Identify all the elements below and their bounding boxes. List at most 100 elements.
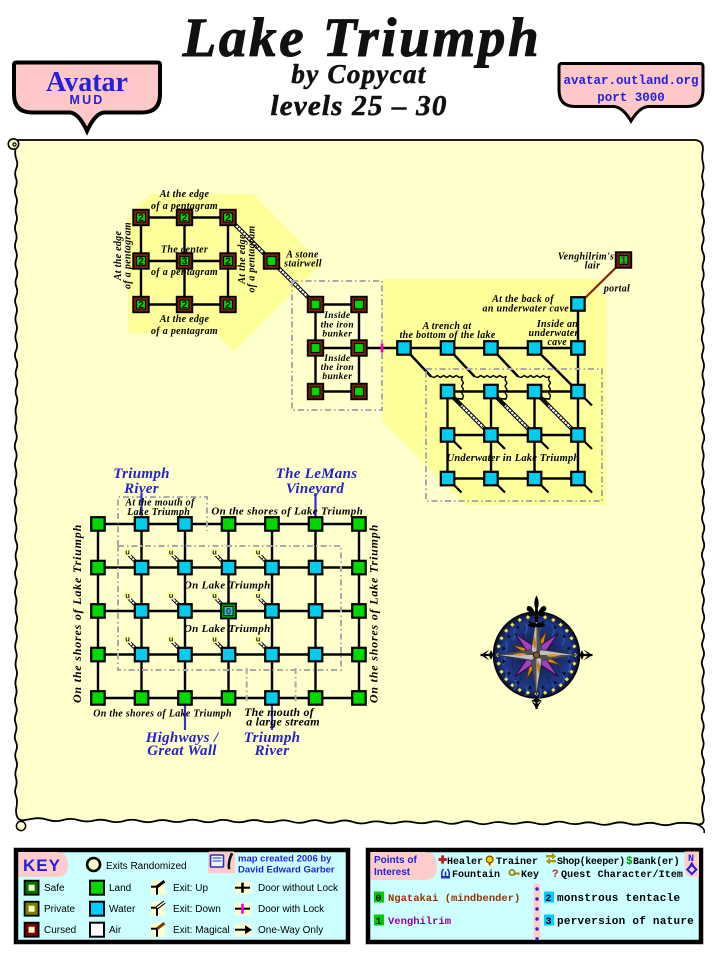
svg-text:Underwater in Lake Triumph: Underwater in Lake Triumph bbox=[447, 453, 580, 464]
svg-text:Water: Water bbox=[109, 904, 136, 915]
svg-text:Key: Key bbox=[521, 870, 539, 881]
svg-text:N: N bbox=[688, 854, 694, 865]
svg-text:KEY: KEY bbox=[23, 856, 61, 875]
svg-text:an underwater cave: an underwater cave bbox=[483, 303, 570, 314]
svg-text:Triumph: Triumph bbox=[244, 730, 301, 746]
svg-text:the bottom of the lake: the bottom of the lake bbox=[400, 330, 496, 341]
svg-text:On the shores of Lake Triumph: On the shores of Lake Triumph bbox=[367, 524, 381, 703]
svg-text:At the edge: At the edge bbox=[159, 189, 210, 200]
svg-text:On Lake Triumph: On Lake Triumph bbox=[184, 579, 271, 591]
svg-text:2: 2 bbox=[138, 213, 144, 224]
svg-text:Fountain: Fountain bbox=[452, 869, 500, 881]
svg-text:u: u bbox=[125, 635, 130, 644]
svg-text:2: 2 bbox=[546, 894, 552, 905]
svg-text:The mouth of: The mouth of bbox=[244, 705, 315, 719]
svg-text:Exit: Up: Exit: Up bbox=[173, 883, 208, 894]
svg-text:of a pentagram: of a pentagram bbox=[151, 267, 218, 278]
svg-text:the iron: the iron bbox=[321, 320, 354, 330]
svg-text:Interest: Interest bbox=[374, 867, 411, 878]
svg-text:u: u bbox=[125, 548, 130, 557]
svg-text:Shop(keeper): Shop(keeper) bbox=[557, 856, 625, 868]
svg-text:Points of: Points of bbox=[374, 855, 417, 866]
svg-text:u: u bbox=[256, 635, 261, 644]
svg-text:Avatar: Avatar bbox=[46, 67, 128, 98]
svg-text:u: u bbox=[212, 635, 217, 644]
svg-text:Door without Lock: Door without Lock bbox=[258, 883, 339, 894]
svg-text:of a pentagram: of a pentagram bbox=[151, 326, 218, 337]
svg-text:At the edge: At the edge bbox=[113, 231, 124, 282]
svg-text:Inside: Inside bbox=[323, 354, 351, 364]
svg-text:1: 1 bbox=[621, 255, 627, 266]
svg-text:u: u bbox=[169, 548, 174, 557]
svg-text:0: 0 bbox=[226, 607, 231, 618]
svg-text:?: ? bbox=[552, 869, 559, 881]
svg-text:On Lake Triumph: On Lake Triumph bbox=[184, 623, 271, 635]
svg-text:perversion of nature: perversion of nature bbox=[557, 916, 694, 928]
svg-text:the iron: the iron bbox=[321, 363, 354, 373]
svg-text:u: u bbox=[212, 591, 217, 600]
svg-text:Lake Triumph: Lake Triumph bbox=[182, 7, 542, 68]
svg-text:2: 2 bbox=[182, 300, 188, 311]
svg-text:Lake Triumph: Lake Triumph bbox=[126, 507, 190, 518]
svg-text:portal: portal bbox=[603, 284, 630, 295]
svg-text:At the edge: At the edge bbox=[237, 234, 248, 285]
svg-text:The LeMans: The LeMans bbox=[276, 466, 358, 482]
svg-text:River: River bbox=[123, 481, 159, 497]
svg-text:Vineyard: Vineyard bbox=[286, 481, 344, 497]
svg-text:u: u bbox=[212, 548, 217, 557]
svg-text:Inside an: Inside an bbox=[536, 319, 578, 330]
svg-text:u: u bbox=[256, 591, 261, 600]
svg-text:River: River bbox=[254, 743, 290, 759]
svg-text:At the edge: At the edge bbox=[159, 314, 210, 325]
svg-text:David Edward Garber: David Edward Garber bbox=[238, 865, 335, 876]
svg-text:Great Wall: Great Wall bbox=[147, 743, 217, 759]
svg-text:by Copycat: by Copycat bbox=[291, 59, 426, 89]
svg-text:Land: Land bbox=[109, 883, 131, 894]
svg-text:underwater: underwater bbox=[528, 328, 578, 339]
svg-text:On the shores of Lake Triumph: On the shores of Lake Triumph bbox=[70, 524, 84, 703]
svg-text:levels 25 – 30: levels 25 – 30 bbox=[270, 90, 447, 122]
svg-text:of a pentagram: of a pentagram bbox=[122, 222, 133, 289]
svg-text:avatar.outland.org: avatar.outland.org bbox=[563, 74, 698, 88]
svg-text:Venghilrim: Venghilrim bbox=[388, 916, 451, 928]
svg-text:bunker: bunker bbox=[322, 372, 352, 382]
svg-text:u: u bbox=[169, 591, 174, 600]
svg-text:$: $ bbox=[626, 856, 633, 868]
svg-text:MUD: MUD bbox=[69, 93, 104, 107]
svg-text:of a pentagram: of a pentagram bbox=[151, 201, 218, 212]
svg-text:Safe: Safe bbox=[44, 883, 65, 894]
svg-text:2: 2 bbox=[225, 213, 231, 224]
svg-text:0: 0 bbox=[376, 894, 382, 905]
svg-text:2: 2 bbox=[182, 213, 188, 224]
svg-text:map created 2006 by: map created 2006 by bbox=[238, 854, 332, 865]
svg-text:One-Way Only: One-Way Only bbox=[258, 925, 323, 936]
svg-text:Inside: Inside bbox=[323, 311, 351, 321]
svg-text:1: 1 bbox=[376, 917, 382, 928]
svg-text:2: 2 bbox=[138, 300, 144, 311]
svg-text:Ngatakai (mindbender): Ngatakai (mindbender) bbox=[388, 893, 520, 905]
svg-text:Quest Character/Item: Quest Character/Item bbox=[561, 869, 683, 881]
svg-text:Triumph: Triumph bbox=[113, 466, 170, 482]
svg-text:A trench at: A trench at bbox=[422, 321, 473, 332]
svg-text:2: 2 bbox=[225, 256, 231, 267]
svg-text:lair: lair bbox=[585, 261, 601, 272]
svg-text:of a pentagram: of a pentagram bbox=[246, 226, 257, 293]
svg-text:a large stream: a large stream bbox=[246, 715, 319, 729]
svg-text:2: 2 bbox=[225, 300, 231, 311]
svg-text:Cursed: Cursed bbox=[44, 925, 76, 936]
svg-text:Air: Air bbox=[109, 925, 122, 936]
svg-text:On the shores of Lake Triumph: On the shores of Lake Triumph bbox=[93, 709, 232, 720]
svg-text:stairwell: stairwell bbox=[283, 259, 322, 270]
svg-text:cave: cave bbox=[547, 337, 567, 348]
svg-text:3: 3 bbox=[182, 256, 188, 267]
svg-text:Exit: Down: Exit: Down bbox=[173, 904, 221, 915]
svg-text:Highways /: Highways / bbox=[145, 730, 220, 746]
svg-text:u: u bbox=[256, 548, 261, 557]
svg-text:Door with Lock: Door with Lock bbox=[258, 904, 325, 915]
svg-text:bunker: bunker bbox=[322, 329, 352, 339]
svg-text:Healer: Healer bbox=[447, 856, 483, 868]
svg-text:On the shores of Lake Triumph: On the shores of Lake Triumph bbox=[211, 506, 363, 518]
svg-text:Bank(er): Bank(er) bbox=[633, 856, 679, 868]
svg-text:u: u bbox=[169, 635, 174, 644]
svg-text:port 3000: port 3000 bbox=[597, 91, 665, 105]
